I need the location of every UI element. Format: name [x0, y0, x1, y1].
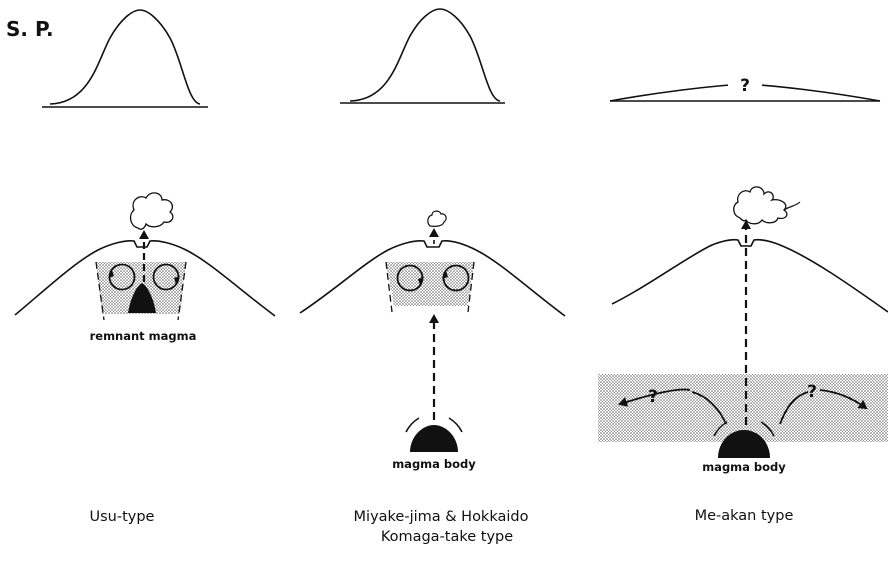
magma-label-1: remnant magma — [90, 329, 197, 343]
sp-axis-label: S. P. — [6, 17, 54, 41]
magma-label-2: magma body — [392, 457, 476, 471]
convection-cell-right-2 — [444, 266, 469, 291]
caption-miyake-line2: Komaga-take type — [381, 529, 513, 545]
convection-cell-left-2 — [398, 266, 423, 291]
magma-body-rim-left-2 — [406, 418, 419, 432]
volcano-profile-3 — [612, 240, 888, 312]
panel-miyake-komagatake: magma body Miyake-jima & Hokkaido Komaga… — [300, 9, 565, 545]
magma-body-2 — [410, 425, 458, 452]
convection-cell-left-1 — [110, 265, 135, 290]
panel-meakan: ? ? ? magma body Me-akan type — [598, 72, 888, 524]
caption-miyake-line1: Miyake-jima & Hokkaido — [354, 509, 529, 525]
convection-cell-right-1 — [154, 265, 179, 290]
steam-plume-3 — [734, 187, 787, 224]
question-mark-right-3: ? — [807, 382, 817, 402]
question-mark-left-3: ? — [648, 387, 658, 407]
steam-plume-1 — [131, 193, 173, 229]
sp-bell-curve-1 — [50, 10, 200, 104]
panel-usu: remnant magma Usu-type — [15, 10, 275, 525]
sp-bell-curve-2 — [350, 9, 500, 101]
sp-question-mark: ? — [740, 76, 750, 96]
caption-usu: Usu-type — [90, 509, 155, 525]
magma-label-3: magma body — [702, 460, 786, 474]
steam-plume-2 — [428, 211, 446, 226]
caption-meakan: Me-akan type — [695, 508, 794, 524]
magma-body-rim-right-2 — [449, 418, 462, 432]
